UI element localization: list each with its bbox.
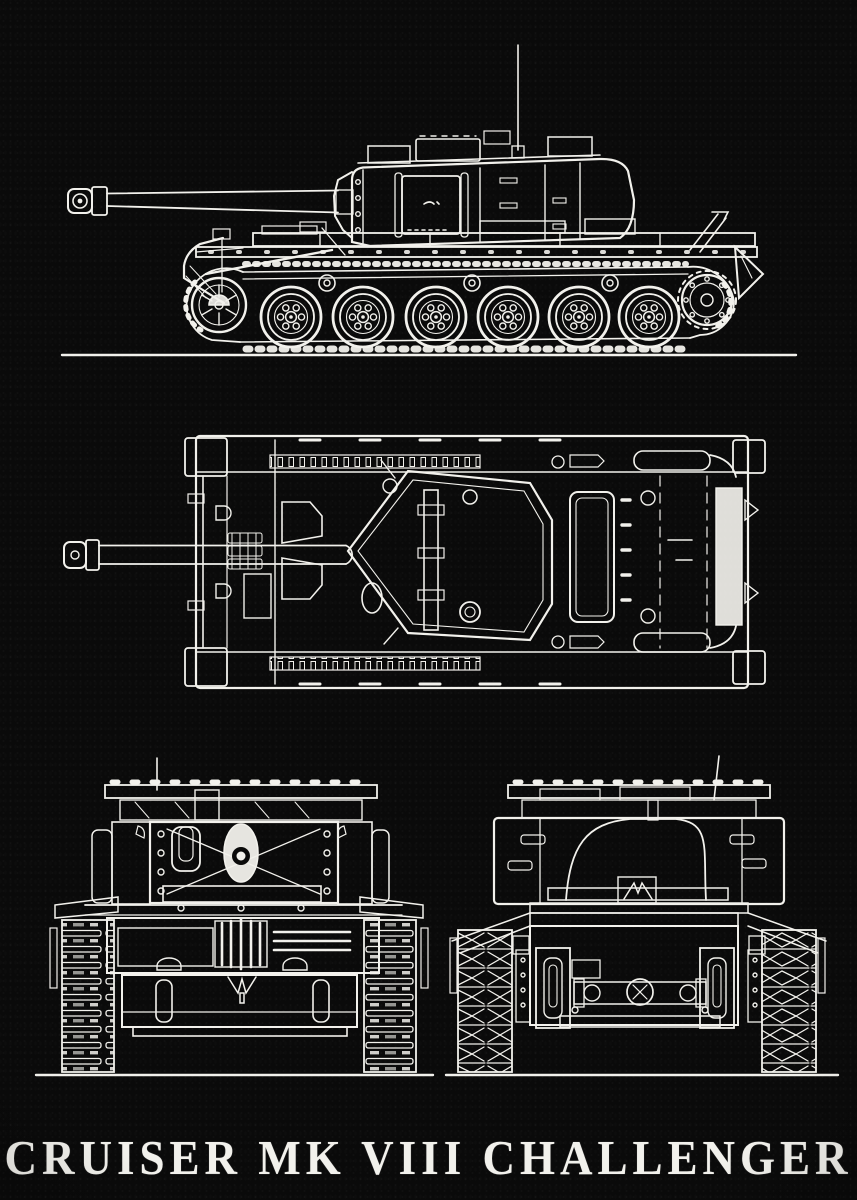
track (183, 261, 735, 353)
turret-front-curve (565, 818, 707, 901)
plan-track-bottom (269, 656, 481, 671)
plan-track-top (269, 454, 481, 469)
stowage-box (584, 218, 636, 235)
driver-hatch (281, 501, 323, 544)
exhaust-pipe (633, 632, 711, 653)
front-turret (492, 779, 786, 906)
plan-engine-deck (551, 439, 766, 685)
exhaust-pipe (633, 450, 711, 471)
spare-track-links (227, 532, 263, 570)
running-gear (183, 261, 738, 353)
antenna (713, 755, 720, 801)
fender (195, 246, 758, 258)
turret-door (401, 175, 461, 235)
headlamp (215, 505, 232, 521)
shovel (569, 635, 605, 649)
hull-side (182, 211, 765, 305)
road-wheel (259, 285, 323, 349)
top-view-drawing (63, 434, 766, 690)
track-column (363, 919, 417, 1073)
tow-shackle (155, 979, 173, 1023)
drive-sprocket (676, 269, 738, 331)
plan-hull (184, 434, 750, 690)
hull-hatch (281, 557, 323, 600)
road-wheel (331, 285, 395, 349)
road-wheel (476, 285, 540, 349)
rear-oval-mount (223, 823, 259, 883)
poster-title: CRUISER MK VIII CHALLENGER (4, 1131, 853, 1185)
return-rollers (318, 274, 619, 292)
track-column (61, 919, 115, 1073)
side-view-drawing (60, 44, 798, 357)
suspension-unit (699, 947, 735, 1029)
radiator-panel (715, 487, 743, 626)
track-column (457, 929, 513, 1073)
front-mantlet-area (529, 876, 749, 914)
idler-wheel (190, 276, 248, 334)
road-wheel (404, 285, 468, 349)
turret-hatch (415, 138, 481, 162)
lifting-eye (617, 876, 657, 904)
rear-hull (84, 904, 403, 1037)
rear-view-drawing (34, 757, 435, 1077)
plan-turret (346, 459, 554, 645)
stowage-box (479, 220, 566, 234)
tow-hitch (227, 976, 257, 1004)
suspension-unit (535, 947, 571, 1029)
gun-mantlet (332, 171, 354, 239)
road-wheel (547, 285, 611, 349)
rear-tracks (49, 896, 429, 1073)
turret-roof-spine (423, 489, 439, 631)
antenna (511, 44, 525, 159)
plan-gun-barrel (63, 539, 353, 571)
gun-barrel (67, 186, 339, 216)
rear-turret (91, 779, 390, 912)
final-drive-axle (573, 978, 707, 1008)
front-tracks (449, 929, 826, 1073)
tow-shackle (312, 979, 330, 1023)
hull-rear-plate (733, 244, 765, 301)
headlamp (215, 583, 232, 599)
front-view-drawing (444, 755, 840, 1077)
engine-hatch (569, 491, 615, 623)
track-column (761, 929, 817, 1073)
shovel (569, 454, 605, 468)
travel-lock (214, 917, 268, 971)
turret (350, 130, 636, 248)
